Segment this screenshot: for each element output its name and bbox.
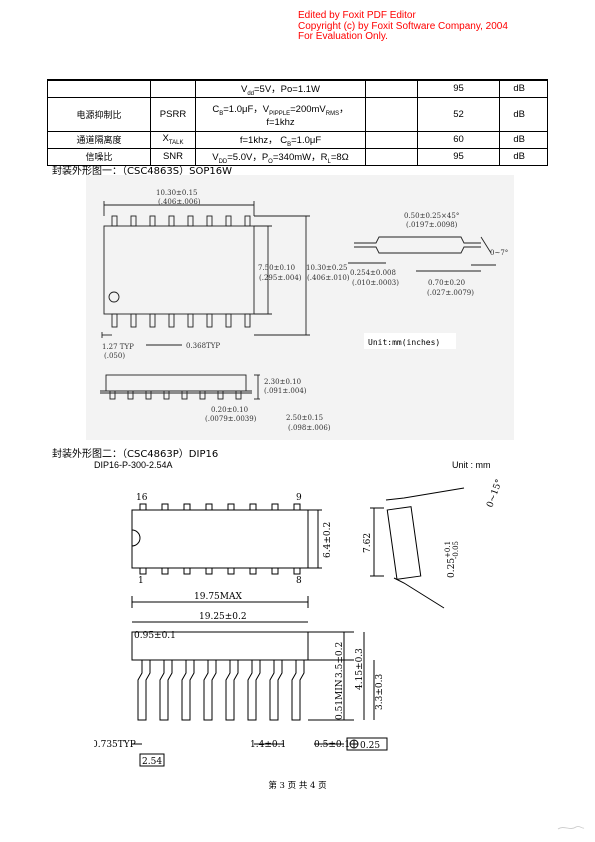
dip16-svg: DIP16-P-300-2.54A Unit : mm [92,460,505,767]
svg-text:(.027±.0079): (.027±.0079) [427,289,474,297]
section-heading-dip16: 封装外形图二：（CSC4863P）DIP16 [52,449,219,460]
table-row: 通道隔离度 XTALK f=1khz， CB=1.0μF 60 dB [47,130,548,149]
corner-mark [557,826,585,830]
dip-body-front-view [131,631,309,661]
condition-cell: VDD=5.0V，PO=340mW，RL=8Ω [195,147,366,166]
svg-text:0.50±0.25×45°: 0.50±0.25×45° [404,212,459,220]
page-number: 第 3 页 共 4 页 [268,781,327,791]
svg-text:3.3±0.3: 3.3±0.3 [375,674,385,710]
svg-text:(.406±.010): (.406±.010) [307,274,350,282]
min-cell [365,78,418,98]
svg-text:(.050): (.050) [104,352,125,360]
sop-bottom-pins [111,313,251,328]
typ-cell: 95 [417,78,500,98]
svg-text:(.098±.006): (.098±.006) [288,424,331,432]
svg-text:19.25±0.2: 19.25±0.2 [199,612,247,622]
svg-text:0.368TYP: 0.368TYP [186,342,220,350]
table-row: 信噪比 SNR VDD=5.0V，PO=340mW，RL=8Ω 95 dB [47,147,548,166]
watermark-line-3: For Evaluation Only. [298,31,388,42]
svg-text:0~7°: 0~7° [490,249,508,257]
sop-body-top-view [103,225,255,315]
svg-text:(.406±.006): (.406±.006) [158,198,201,206]
condition-cell: Vdd=5V，Po=1.1W [195,78,366,98]
svg-text:1.27 TYP: 1.27 TYP [102,343,134,351]
typ-cell: 95 [417,147,500,166]
condition-cell: CB=1.0μF，VPIPPLE=200mVRMS， f=1khz [195,96,366,132]
svg-text:0.25+0.1-0.05: 0.25+0.1-0.05 [444,541,460,578]
dip-front-pins [137,660,305,721]
dip-body-top-view [131,509,309,569]
typ-cell: 60 [417,130,500,149]
svg-text:(.091±.004): (.091±.004) [264,387,307,395]
svg-text:0.95±0.1: 0.95±0.1 [134,631,176,641]
sop-top-pins [111,215,251,227]
table-row: 电源抑制比 PSRR CB=1.0μF，VPIPPLE=200mVRMS， f=… [47,96,548,132]
param-cell [47,78,151,98]
svg-text:1.4±0.1: 1.4±0.1 [250,740,286,750]
svg-text:10.30±0.25: 10.30±0.25 [306,264,348,272]
unit-cell: dB [499,78,548,98]
package-code: DIP16-P-300-2.54A [94,460,173,470]
param-cell: 电源抑制比 [47,96,151,132]
dip-notch [131,529,141,547]
svg-text:(.0197±.0098): (.0197±.0098) [406,221,458,229]
svg-text:2.50±0.15: 2.50±0.15 [286,414,323,422]
svg-text:3.5±0.2: 3.5±0.2 [335,642,345,678]
sop16w-svg: 10.30±0.15 (.406±.006) 7.50±0.10 (.295±.… [100,189,508,432]
svg-text:8: 8 [296,576,302,586]
svg-text:0.70±0.20: 0.70±0.20 [428,279,465,287]
condition-cell: f=1khz， CB=1.0μF [195,130,366,149]
dip-side-view [386,506,422,580]
svg-text:0.5±0.1: 0.5±0.1 [314,740,350,750]
section-heading-sop16w: 封装外形图一：（CSC4863S）SOP16W [52,166,232,177]
symbol-cell: XTALK [150,130,196,149]
svg-text:1: 1 [138,576,144,586]
svg-text:(.295±.004): (.295±.004) [259,274,302,282]
svg-text:4.15±0.3: 4.15±0.3 [355,648,365,690]
svg-text:0.25: 0.25 [360,741,380,751]
unit-cell: dB [499,147,548,166]
sop16w-outline-drawing: 10.30±0.15 (.406±.006) 7.50±0.10 (.295±.… [86,175,514,440]
symbol-cell [150,78,196,98]
sop-side-view [354,236,481,254]
unit-label: Unit : mm [452,460,491,470]
spec-table: Vdd=5V，Po=1.1W 95 dB 电源抑制比 PSRR CB=1.0μF… [47,78,548,166]
watermark-line-2: Copyright (c) by Foxit Software Company,… [298,20,508,32]
svg-text:16: 16 [136,493,148,503]
table-row: Vdd=5V，Po=1.1W 95 dB [47,78,548,98]
svg-text:10.30±0.15: 10.30±0.15 [156,189,198,197]
unit-cell: dB [499,96,548,132]
svg-text:0.254±0.008: 0.254±0.008 [350,269,396,277]
min-cell [365,96,418,132]
svg-text:19.75MAX: 19.75MAX [194,592,242,602]
svg-text:(.0079±.0039): (.0079±.0039) [205,415,257,423]
min-cell [365,130,418,149]
evaluation-watermark: Edited by Foxit PDF Editor Copyright (c)… [298,10,508,43]
svg-text:2.30±0.10: 2.30±0.10 [264,378,301,386]
dip-bottom-pins [139,567,301,575]
watermark-line-1: Edited by Foxit PDF Editor [298,10,416,21]
pin1-marker [108,291,120,303]
dip-top-pins [139,503,301,511]
svg-text:0.51MIN: 0.51MIN [335,679,345,720]
svg-text:0~15°: 0~15° [485,478,504,509]
svg-text:9: 9 [296,493,302,503]
min-cell [365,147,418,166]
svg-text:7.50±0.10: 7.50±0.10 [258,264,295,272]
svg-text:7.62: 7.62 [363,533,373,553]
symbol-cell: PSRR [150,96,196,132]
svg-text:0.20±0.10: 0.20±0.10 [211,406,248,414]
typ-cell: 52 [417,96,500,132]
param-cell: 通道隔离度 [47,130,151,149]
dip16-outline-drawing: DIP16-P-300-2.54A Unit : mm [92,458,514,768]
unit-cell: dB [499,130,548,149]
svg-text:(.010±.0003): (.010±.0003) [352,279,399,287]
svg-text:0.735TYP: 0.735TYP [94,740,136,750]
svg-text:2.54: 2.54 [142,757,162,767]
svg-text:6.4±0.2: 6.4±0.2 [323,522,333,558]
unit-label: Unit:mm(inches) [368,338,440,347]
sop-body-front-view [105,374,247,392]
